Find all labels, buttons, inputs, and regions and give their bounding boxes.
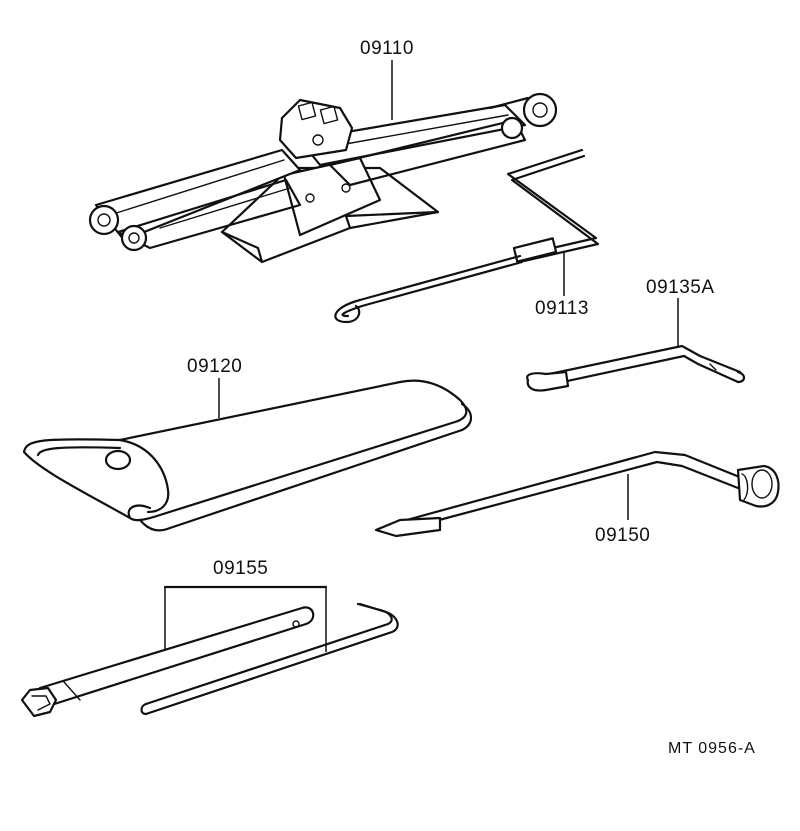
label-lug-wrench: 09150 xyxy=(595,525,651,546)
tool-bag-drawing xyxy=(22,379,473,532)
wrench-drawing xyxy=(526,344,746,392)
plug-wrench-set-drawing xyxy=(20,585,399,718)
jack-drawing xyxy=(88,92,558,264)
label-tool-bag: 09120 xyxy=(187,356,243,377)
label-jack-handle: 09113 xyxy=(535,298,589,319)
label-wrench: 09135A xyxy=(646,277,715,298)
lug-wrench-drawing xyxy=(374,450,780,538)
label-plug-wrench-set: 09155 xyxy=(213,558,269,579)
label-jack: 09110 xyxy=(360,38,414,59)
reference-code: MT 0956-A xyxy=(668,740,756,757)
jack-handle-drawing xyxy=(334,148,600,324)
